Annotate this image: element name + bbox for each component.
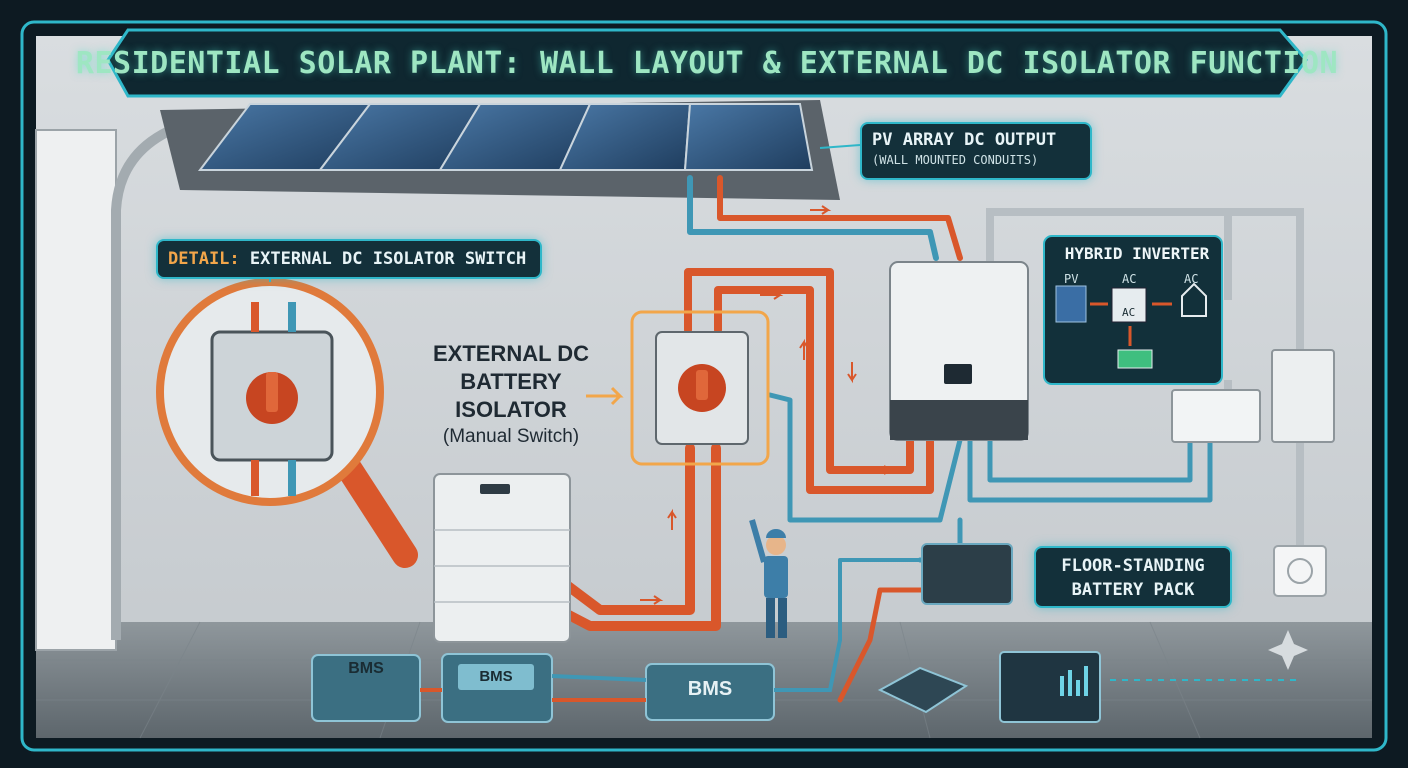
detail-callout: DETAIL: EXTERNAL DC ISOLATOR SWITCH <box>156 239 542 279</box>
isolator-line4: (Manual Switch) <box>416 424 606 450</box>
battery-icon <box>1118 350 1152 368</box>
pv-output-subtitle: (WALL MOUNTED CONDUITS) <box>872 153 1080 167</box>
inverter-pv-label: PV <box>1064 272 1078 286</box>
page-title: RESIDENTIAL SOLAR PLANT: WALL LAYOUT & E… <box>108 28 1306 98</box>
garage-door <box>36 130 116 650</box>
isolator-line1: EXTERNAL DC <box>416 340 606 368</box>
detail-prefix: DETAIL: <box>168 249 240 269</box>
battery-pack-line1: FLOOR-STANDING <box>1044 554 1222 578</box>
meter-box <box>1272 350 1334 442</box>
isolator-label: EXTERNAL DC BATTERY ISOLATOR (Manual Swi… <box>416 340 606 450</box>
wall-socket <box>1274 546 1326 596</box>
inverter-title: HYBRID INVERTER <box>1052 244 1222 263</box>
inverter-ac-out-label: AC <box>1184 272 1198 286</box>
battery-pack-callout: FLOOR-STANDING BATTERY PACK <box>1034 546 1232 608</box>
pv-panel-icon <box>1056 286 1086 322</box>
breaker-box <box>1172 390 1260 442</box>
battery-stack <box>434 474 570 642</box>
bms-label-2: BMS <box>458 668 534 685</box>
pv-output-title: PV ARRAY DC OUTPUT <box>872 130 1080 150</box>
isolator-line2: BATTERY <box>416 368 606 396</box>
detail-text: EXTERNAL DC ISOLATOR SWITCH <box>250 249 526 269</box>
isolator-line3: ISOLATOR <box>416 396 606 424</box>
bms-label-1: BMS <box>320 660 412 678</box>
battery-pack-module <box>922 544 1012 604</box>
battery-pack-line2: BATTERY PACK <box>1044 578 1222 602</box>
bms-label-3: BMS <box>654 678 766 701</box>
inverter-ac-box-label: AC <box>1122 306 1135 319</box>
solar-panels <box>200 104 812 170</box>
inverter-ac-in-label: AC <box>1122 272 1136 286</box>
pv-output-callout: PV ARRAY DC OUTPUT (WALL MOUNTED CONDUIT… <box>860 122 1092 180</box>
